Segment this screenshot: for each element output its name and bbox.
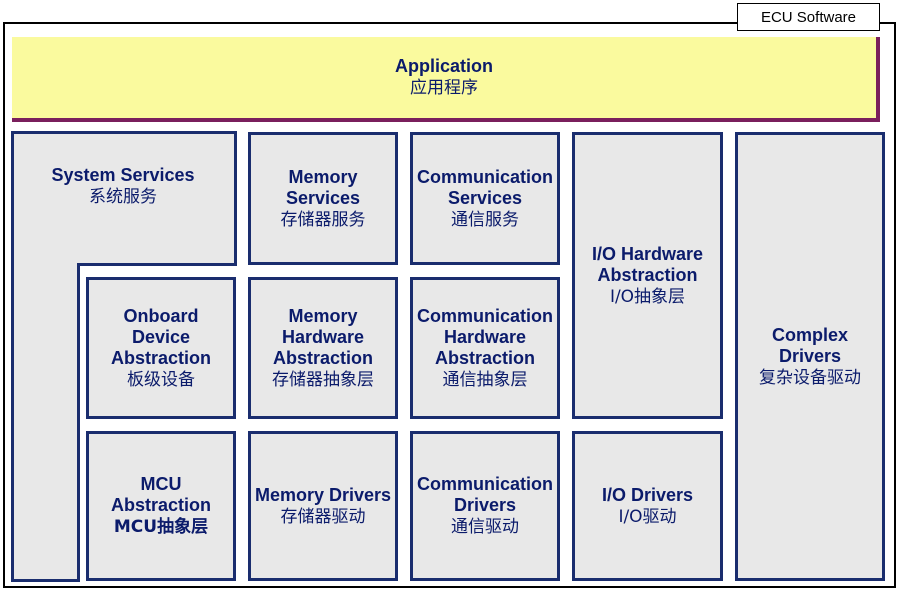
communication-services-block: Communication Services 通信服务 <box>410 132 560 265</box>
system-services-subtitle: 系统服务 <box>89 187 157 207</box>
communication-drivers-subtitle: 通信驱动 <box>451 517 519 537</box>
complex-drivers-block: Complex Drivers 复杂设备驱动 <box>735 132 885 581</box>
application-subtitle: 应用程序 <box>410 78 478 98</box>
ecu-software-label: ECU Software <box>737 3 880 31</box>
onboard-device-abstraction-block: Onboard Device Abstraction 板级设备 <box>86 277 236 419</box>
system-services-label: System Services 系统服务 <box>14 165 232 208</box>
memory-drivers-subtitle: 存储器驱动 <box>280 506 366 527</box>
onboard-device-abstraction-subtitle: 板级设备 <box>127 369 195 390</box>
mcu-abstraction-block: MCU Abstraction MCU抽象层 <box>86 431 236 581</box>
application-title: Application <box>395 56 493 76</box>
complex-drivers-title: Complex Drivers <box>771 324 849 366</box>
mcu-abstraction-subtitle: MCU抽象层 <box>113 517 209 537</box>
system-services-title: System Services <box>51 165 195 185</box>
io-hardware-abstraction-block: I/O Hardware Abstraction I/O抽象层 <box>572 132 723 419</box>
memory-drivers-title: Memory Drivers <box>254 484 392 505</box>
io-drivers-title: I/O Drivers <box>601 484 694 505</box>
communication-services-subtitle: 通信服务 <box>451 209 519 230</box>
memory-hardware-abstraction-subtitle: 存储器抽象层 <box>272 369 374 390</box>
communication-drivers-block: Communication Drivers 通信驱动 <box>410 431 560 581</box>
io-drivers-subtitle: I/O驱动 <box>618 506 677 527</box>
communication-services-title: Communication Services <box>416 166 553 208</box>
memory-services-title: Memory Services <box>285 166 361 208</box>
communication-hardware-abstraction-title: Communication Hardware Abstraction <box>416 305 553 368</box>
complex-drivers-subtitle: 复杂设备驱动 <box>759 367 861 388</box>
memory-services-subtitle: 存储器服务 <box>280 209 366 230</box>
memory-hardware-abstraction-block: Memory Hardware Abstraction 存储器抽象层 <box>248 277 398 419</box>
io-drivers-block: I/O Drivers I/O驱动 <box>572 431 723 581</box>
memory-hardware-abstraction-title: Memory Hardware Abstraction <box>272 305 373 368</box>
io-hardware-abstraction-subtitle: I/O抽象层 <box>609 286 686 307</box>
memory-services-block: Memory Services 存储器服务 <box>248 132 398 265</box>
io-hardware-abstraction-title: I/O Hardware Abstraction <box>591 243 704 285</box>
memory-drivers-block: Memory Drivers 存储器驱动 <box>248 431 398 581</box>
mcu-abstraction-title: MCU Abstraction <box>110 474 211 515</box>
communication-hardware-abstraction-subtitle: 通信抽象层 <box>442 369 528 390</box>
onboard-device-abstraction-title: Onboard Device Abstraction <box>110 305 211 368</box>
communication-hardware-abstraction-block: Communication Hardware Abstraction 通信抽象层 <box>410 277 560 419</box>
communication-drivers-title: Communication Drivers <box>416 474 553 515</box>
application-layer: Application 应用程序 <box>12 37 880 122</box>
